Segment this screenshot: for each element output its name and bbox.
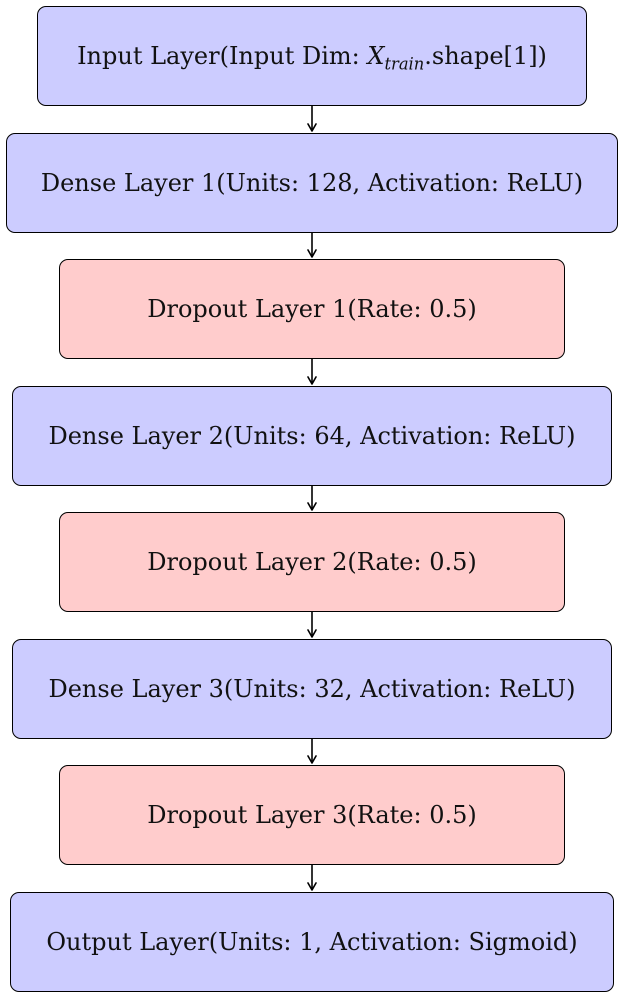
node-label: Dense Layer 2(Units: 64, Activation: ReL… xyxy=(48,422,576,450)
node-dense-layer-3: Dense Layer 3(Units: 32, Activation: ReL… xyxy=(12,639,612,739)
node-dense-layer-2: Dense Layer 2(Units: 64, Activation: ReL… xyxy=(12,386,612,486)
node-label: Dense Layer 3(Units: 32, Activation: ReL… xyxy=(48,675,576,703)
node-dropout-layer-3: Dropout Layer 3(Rate: 0.5) xyxy=(59,765,565,865)
node-label: Input Layer(Input Dim: Xtrain.shape[1]) xyxy=(77,42,547,74)
node-dropout-layer-1: Dropout Layer 1(Rate: 0.5) xyxy=(59,259,565,359)
node-label: Dense Layer 1(Units: 128, Activation: Re… xyxy=(40,169,584,197)
node-dropout-layer-2: Dropout Layer 2(Rate: 0.5) xyxy=(59,512,565,612)
node-label: Output Layer(Units: 1, Activation: Sigmo… xyxy=(46,928,578,956)
node-input-layer: Input Layer(Input Dim: Xtrain.shape[1]) xyxy=(37,6,587,106)
node-output-layer: Output Layer(Units: 1, Activation: Sigmo… xyxy=(10,892,614,992)
node-label: Dropout Layer 1(Rate: 0.5) xyxy=(147,295,477,323)
node-dense-layer-1: Dense Layer 1(Units: 128, Activation: Re… xyxy=(6,133,618,233)
node-label: Dropout Layer 3(Rate: 0.5) xyxy=(147,801,477,829)
math-variable: Xtrain xyxy=(367,42,425,74)
node-label: Dropout Layer 2(Rate: 0.5) xyxy=(147,548,477,576)
